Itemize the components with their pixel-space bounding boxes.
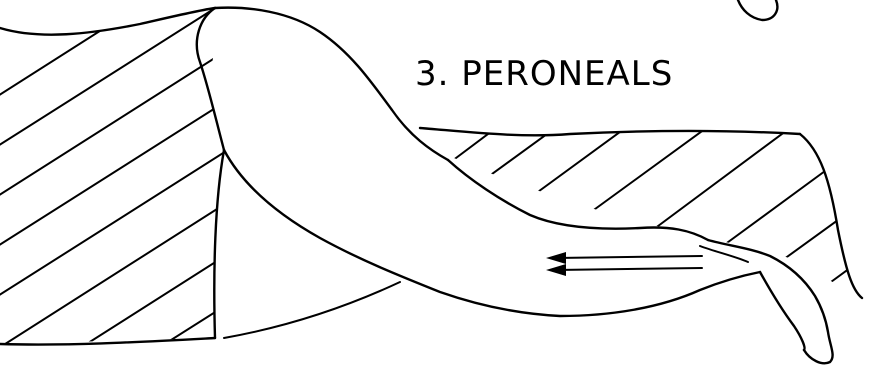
left-hatched-surface — [0, 6, 226, 346]
right-hatched-surface — [418, 126, 864, 300]
top-right-fragment — [736, 0, 779, 22]
diagram-label: 3. PERONEALS — [415, 54, 673, 94]
stretch-arrows — [546, 252, 703, 276]
arrow-head-upper — [546, 252, 566, 264]
leg-outline — [195, 6, 834, 365]
arrow-head-lower — [546, 264, 566, 276]
